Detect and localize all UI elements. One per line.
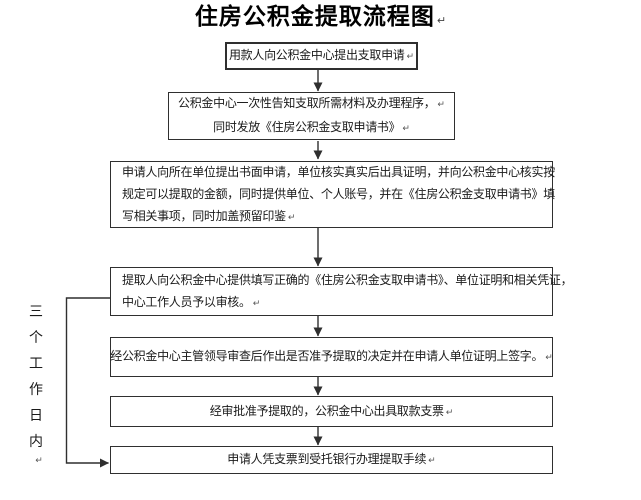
flow-box-text: 公积金中心一次性告知支取所需材料及办理程序， bbox=[178, 96, 436, 110]
flow-box-text: 规定可以提取的金额，同时提供单位、个人账号，并在《住房公积金支取申请书》填 bbox=[122, 186, 555, 201]
flow-box-text: 申请人凭支票到受托银行办理提取手续 bbox=[227, 452, 427, 466]
flow-box-text: 经审批准予提取的，公积金中心出具取款支票 bbox=[209, 403, 444, 418]
return-mark-icon: ↵ bbox=[436, 14, 447, 27]
side-label-char: 个 bbox=[29, 330, 43, 346]
side-label-char: 三 bbox=[29, 304, 43, 320]
flow-box-text: 用款人向公积金中心提出支取申请 bbox=[228, 48, 405, 62]
return-mark-icon: ↵ bbox=[35, 456, 43, 466]
side-label-char: 日 bbox=[29, 408, 43, 424]
flow-box-line: 同时发放《住房公积金支取申请书》↵ bbox=[213, 116, 410, 140]
flow-box-line: 申请人向所在单位提出书面申请，单位核实真实后出具证明，并向公积金中心核实按 bbox=[122, 161, 555, 183]
return-mark-icon: ↵ bbox=[445, 407, 454, 418]
flow-box-step-6: 经审批准予提取的，公积金中心出具取款支票↵ bbox=[110, 396, 553, 427]
flow-box-step-4: 提取人向公积金中心提供填写正确的《住房公积金支取申请书》、单位证明和相关凭证， … bbox=[110, 267, 573, 316]
flow-box-line: 经审批准予提取的，公积金中心出具取款支票↵ bbox=[210, 400, 454, 424]
flow-box-text: 中心工作人员予以审核。 bbox=[122, 294, 251, 309]
flow-box-line: 申请人凭支票到受托银行办理提取手续↵ bbox=[227, 448, 435, 472]
flow-box-step-3: 申请人向所在单位提出书面申请，单位核实真实后出具证明，并向公积金中心核实按 规定… bbox=[110, 161, 555, 229]
side-label-three-working-days: 三 个 工 作 日 内 ↵ bbox=[27, 299, 45, 468]
flow-box-text: 经公积金中心主管领导审查后作出是否准予提取的决定并在申请人单位证明上签字。 bbox=[110, 349, 544, 363]
side-label-char: 内 bbox=[29, 434, 43, 450]
return-mark-icon: ↵ bbox=[428, 456, 436, 466]
flow-box-line: 用款人向公积金中心提出支取申请↵ bbox=[229, 44, 414, 68]
flow-box-line: 提取人向公积金中心提供填写正确的《住房公积金支取申请书》、单位证明和相关凭证， bbox=[122, 269, 573, 291]
side-label-char: 作 bbox=[29, 382, 43, 398]
flow-box-line: 规定可以提取的金额，同时提供单位、个人账号，并在《住房公积金支取申请书》填 bbox=[122, 183, 555, 205]
side-label-char: 工 bbox=[29, 356, 43, 372]
return-mark-icon: ↵ bbox=[287, 212, 296, 223]
flow-box-line: 经公积金中心主管领导审查后作出是否准予提取的决定并在申请人单位证明上签字。↵ bbox=[110, 345, 552, 369]
page-title-text: 住房公积金提取流程图 bbox=[194, 4, 435, 30]
return-mark-icon: ↵ bbox=[406, 52, 415, 62]
flow-box-line: 公积金中心一次性告知支取所需材料及办理程序，↵ bbox=[178, 92, 445, 116]
return-mark-icon: ↵ bbox=[402, 124, 410, 134]
flow-box-text: 提取人向公积金中心提供填写正确的《住房公积金支取申请书》、单位证明和相关凭证， bbox=[122, 272, 573, 287]
flow-box-step-5: 经公积金中心主管领导审查后作出是否准予提取的决定并在申请人单位证明上签字。↵ bbox=[110, 337, 553, 377]
flow-box-text: 同时发放《住房公积金支取申请书》 bbox=[213, 120, 401, 134]
flow-box-text: 申请人向所在单位提出书面申请，单位核实真实后出具证明，并向公积金中心核实按 bbox=[122, 164, 555, 179]
return-mark-icon: ↵ bbox=[437, 100, 445, 110]
flow-box-step-2: 公积金中心一次性告知支取所需材料及办理程序，↵ 同时发放《住房公积金支取申请书》… bbox=[168, 92, 455, 140]
page-title: 住房公积金提取流程图↵ bbox=[0, 2, 641, 36]
return-mark-icon: ↵ bbox=[252, 298, 261, 309]
return-mark-icon: ↵ bbox=[545, 353, 553, 363]
flow-box-text: 写相关事项，同时加盖预留印鉴 bbox=[122, 208, 286, 223]
bracket-three-working-days bbox=[65, 297, 110, 468]
flow-box-step-7: 申请人凭支票到受托银行办理提取手续↵ bbox=[110, 446, 553, 474]
flow-box-step-1: 用款人向公积金中心提出支取申请↵ bbox=[225, 42, 418, 70]
flow-box-line: 写相关事项，同时加盖预留印鉴↵ bbox=[122, 205, 295, 229]
flow-box-line: 中心工作人员予以审核。↵ bbox=[122, 291, 260, 315]
